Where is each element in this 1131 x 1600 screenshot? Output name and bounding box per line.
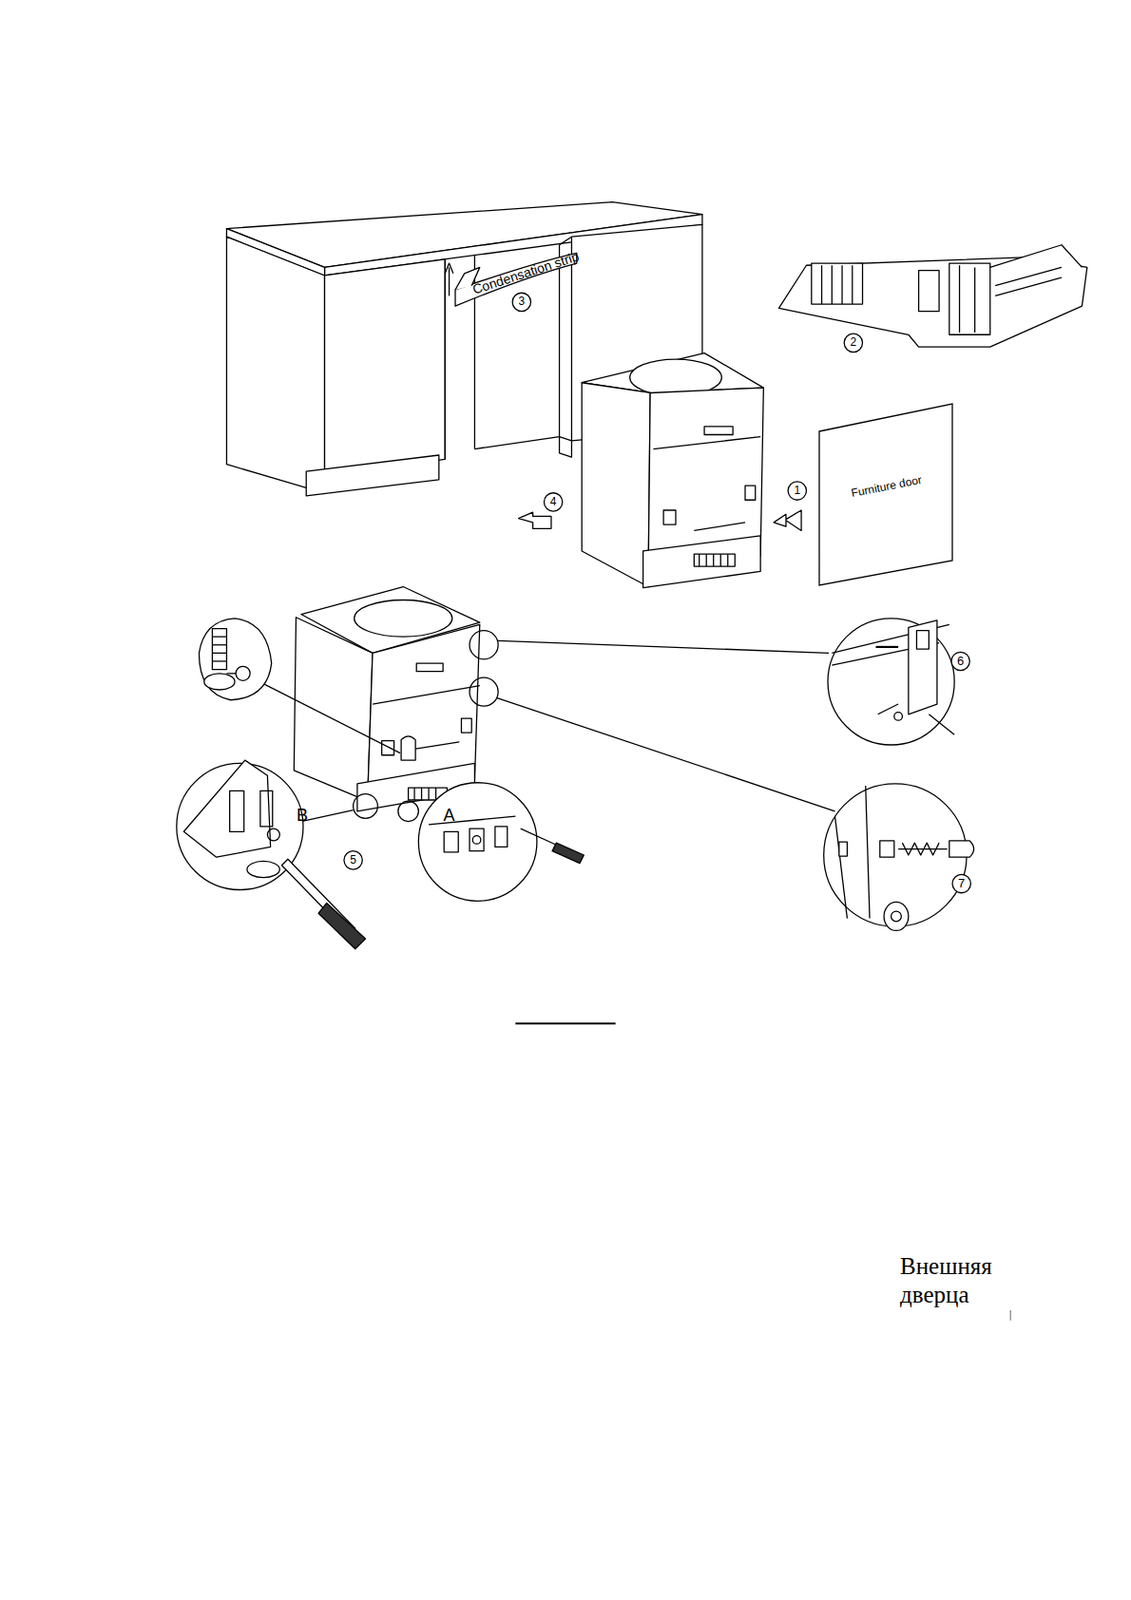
detail-b: [176, 760, 366, 950]
note-text: Внешняя дверца: [900, 1252, 1005, 1310]
callout-number: 3: [517, 295, 525, 308]
door-panel: Furniture door: [818, 402, 954, 587]
part-label: Condensation strip: [470, 249, 581, 298]
detail-2-illustration: [778, 245, 1087, 353]
dishwasher-lower-view: [263, 587, 835, 823]
callout-number: 1: [793, 484, 801, 498]
tick-mark: [1010, 1310, 1012, 1322]
detail-a: [418, 783, 584, 902]
leg-detail: [198, 618, 271, 701]
callout-number: 7: [958, 877, 965, 891]
callout-number: 6: [957, 654, 964, 669]
callout-number: A: [443, 806, 456, 826]
callout-number: 5: [349, 854, 357, 867]
callout-number: 2: [850, 336, 858, 349]
panel-outline: [818, 402, 954, 587]
callout-number: 4: [550, 496, 557, 509]
detail-7: [824, 784, 975, 932]
detail-6: [827, 618, 970, 746]
underline: [515, 1022, 615, 1025]
dishwasher-top-view: [518, 353, 807, 589]
callout-number: B: [296, 806, 308, 826]
